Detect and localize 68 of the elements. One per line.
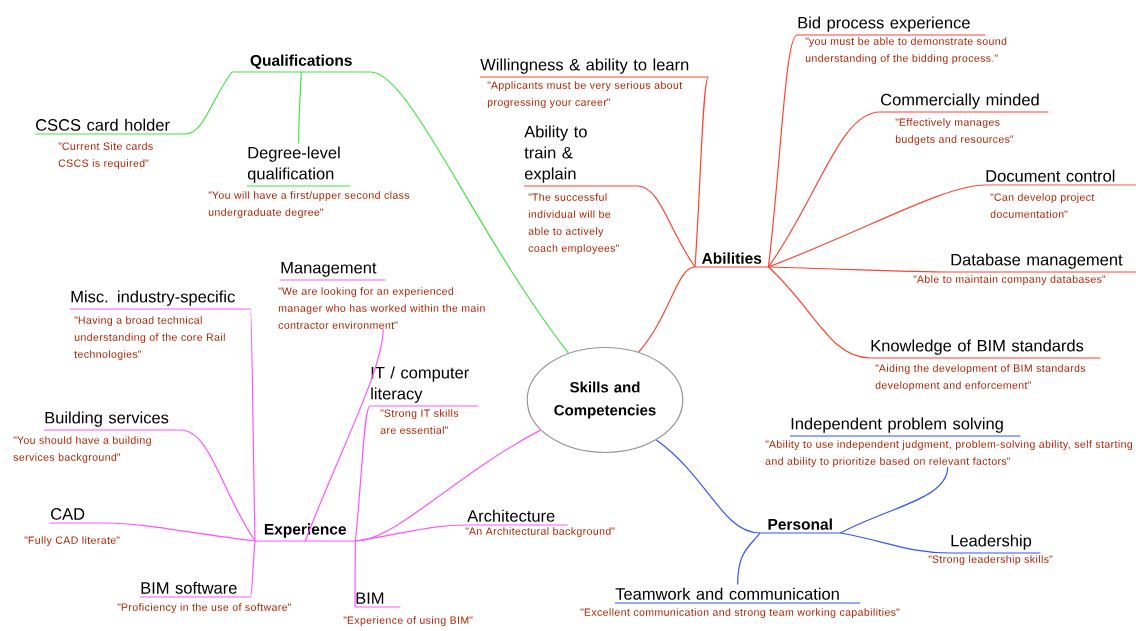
topic-label: Database management — [949, 253, 1136, 273]
branch-label: Personal — [759, 518, 841, 534]
connector-line — [694, 76, 709, 268]
topic-label: Willingness & ability to learn — [479, 58, 709, 78]
topic-label: Commercially minded — [879, 93, 1049, 113]
connector-line — [767, 266, 951, 273]
quote-note: "We are looking for an experienced manager who has worked within the main contractor environment" — [278, 287, 485, 329]
branch-label: Experience — [254, 523, 356, 542]
topic-label: Document control — [984, 169, 1136, 186]
topic-label: IT / computer literacy — [369, 366, 479, 407]
connector-line — [304, 328, 384, 542]
quote-note: "Effectively manages budgets and resources" — [895, 118, 1014, 145]
topic-label: Architecture — [466, 509, 568, 526]
quote-note: "Having a broad technical understanding of the core Rail technologies" — [74, 316, 225, 360]
connector-line — [767, 111, 881, 268]
connector-line — [655, 439, 761, 534]
quote-note: "The successful individual will be able to actively coach employees" — [528, 193, 619, 254]
quote-note: "Excellent communication and strong team working capabilities" — [580, 608, 900, 618]
quote-note: "you must be able to demonstrate sound understanding of the bidding process." — [805, 37, 1007, 64]
topic-label: Independent problem solving — [789, 417, 1021, 437]
quote-note: "Current Site cards CSCS is required" — [58, 142, 153, 169]
topic-label: Teamwork and communication — [614, 587, 861, 604]
topic-label: Building services — [43, 411, 181, 431]
topic-label: Knowledge of BIM standards — [869, 339, 1101, 359]
connector-line — [298, 71, 302, 144]
quote-note: "Fully CAD literate" — [24, 536, 120, 546]
connector-line — [767, 34, 798, 268]
connector-line — [767, 266, 871, 359]
quote-note: "Ability to use independent judgment, problem-solving ability, self starting and ability to prioritize based on relevant factors" — [765, 440, 1133, 467]
quote-note: "Strong leadership skills" — [928, 555, 1053, 565]
connector-line — [638, 266, 696, 353]
topic-label: Degree-level qualification — [246, 146, 351, 187]
connector-line — [369, 71, 569, 354]
quote-note: "Proficiency in the use of software" — [117, 603, 291, 613]
topic-label: Management — [279, 262, 386, 281]
topic-label: Bid process experience — [796, 16, 986, 36]
topic-label: CSCS card holder — [34, 118, 186, 135]
topic-label: BIM — [354, 592, 401, 608]
quote-note: "Experience of using BIM" — [343, 616, 473, 626]
branch-label: Abilities — [694, 252, 769, 268]
connector-line — [249, 308, 256, 542]
quote-note: "Can develop project documentation" — [990, 193, 1095, 218]
connector-line — [839, 466, 949, 534]
quote-note: "You should have a building services background" — [13, 436, 151, 463]
quote-note: "You will have a first/upper second class undergraduate degree" — [208, 191, 410, 218]
topic-label: Leadership — [949, 534, 1041, 554]
quote-note: "An Architectural background" — [465, 527, 615, 537]
branch-label: Qualifications — [231, 54, 371, 73]
connector-line — [104, 522, 256, 542]
connector-line — [636, 185, 696, 268]
topic-label: Ability to train & explain — [523, 125, 638, 187]
quote-note: "Able to maintain company databases" — [913, 275, 1106, 285]
topic-label: BIM software — [139, 581, 251, 598]
connector-line — [737, 532, 761, 586]
connector-line — [354, 540, 356, 608]
connector-line — [354, 524, 468, 542]
connector-line — [249, 540, 256, 598]
connector-line — [179, 429, 256, 542]
connector-line — [354, 429, 542, 542]
connector-line — [839, 532, 951, 554]
connector-line — [184, 71, 233, 135]
topic-label: Misc. industry-specific — [69, 290, 251, 310]
quote-note: "Strong IT skills are essential" — [380, 409, 459, 434]
quote-note: "Aiding the development of BIM standards development and enforcement" — [875, 364, 1086, 391]
topic-label: CAD — [49, 508, 106, 524]
connector-line — [767, 184, 986, 268]
connector-line — [354, 405, 371, 542]
quote-note: "Applicants must be very serious about progressing your career" — [487, 81, 683, 108]
